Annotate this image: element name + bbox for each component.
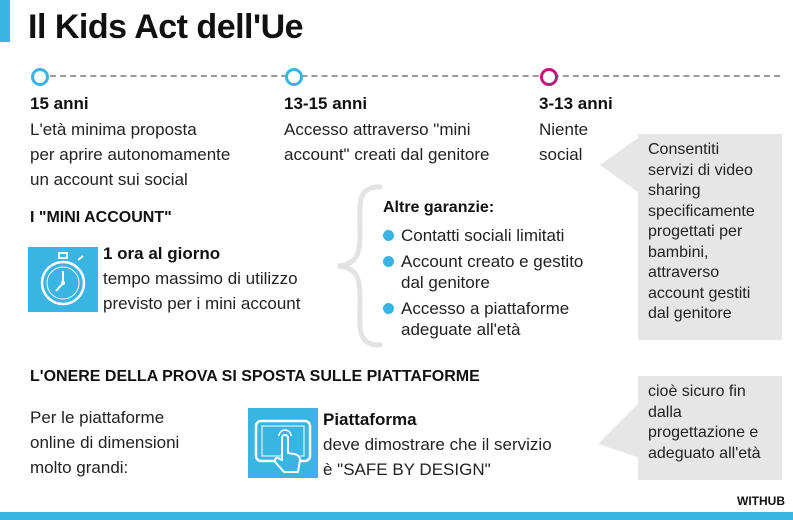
bullet-icon (383, 230, 394, 241)
list-item: Account creato e gestito dal genitore (383, 251, 613, 293)
mini-account-heading: I "MINI ACCOUNT" (30, 209, 172, 226)
callout-top-pointer (600, 135, 642, 195)
stopwatch-tile (28, 247, 98, 312)
age-desc-line: Accesso attraverso "mini (284, 120, 471, 139)
callout-line: attraverso (648, 264, 720, 281)
burden-left-text: Per le piattaforme online di dimensioni … (30, 408, 180, 477)
timeline-item-3-13: 3-13 anni Niente social (539, 94, 639, 167)
time-limit-line: previsto per i mini account (103, 294, 301, 313)
guarantees-heading: Altre garanzie: (383, 199, 495, 216)
age-label: 3-13 anni (539, 94, 613, 113)
callout-top: Consentiti servizi di video sharing spec… (638, 134, 782, 340)
age-label: 15 anni (30, 94, 89, 113)
callout-line: progettazione e (648, 424, 759, 441)
time-limit-title: 1 ora al giorno (103, 244, 221, 263)
callout-line: adeguato all'età (648, 444, 761, 462)
age-label: 13-15 anni (284, 94, 368, 113)
age-desc-line: account" creati dal genitore (284, 145, 490, 164)
list-item: Accesso a piattaforme adeguate all'età (383, 298, 613, 340)
time-limit-block: 1 ora al giorno tempo massimo di utilizz… (103, 244, 333, 316)
callout-line: Consentiti (648, 141, 720, 158)
callout-line: sharing (648, 182, 701, 199)
page-title: Il Kids Act dell'Ue (28, 8, 304, 46)
time-limit-line: tempo massimo di utilizzo (103, 269, 298, 288)
tablet-tile (248, 408, 318, 478)
callout-line: cioè sicuro fin (648, 383, 746, 400)
burden-heading: L'ONERE DELLA PROVA SI SPOSTA SULLE PIAT… (30, 368, 480, 385)
callout-bottom: cioè sicuro fin dalla progettazione e ad… (638, 376, 782, 480)
list-item: Contatti sociali limitati (383, 225, 613, 246)
age-desc-line: social (539, 145, 583, 164)
age-desc-line: Niente (539, 120, 589, 139)
bottom-accent-bar (0, 512, 793, 520)
stopwatch-icon (40, 252, 86, 306)
callout-line: account gestiti (648, 284, 751, 302)
tablet-touch-icon (254, 419, 312, 473)
callout-line: dalla (648, 403, 682, 421)
callout-line: progettati per (648, 223, 743, 240)
age-desc-line: L'età minima proposta (30, 120, 197, 139)
brand-logo: WITHUB (737, 494, 785, 508)
timeline-line (40, 75, 780, 77)
age-desc-line: per aprire autonomamente (30, 145, 231, 164)
platform-title: Piattaforma (323, 410, 417, 429)
guarantees-block: Altre garanzie: Contatti sociali limitat… (383, 199, 613, 345)
curly-brace (337, 184, 383, 348)
title-accent-bar (0, 0, 10, 42)
callout-line: specificamente (648, 202, 755, 220)
bullet-icon (383, 256, 394, 267)
timeline-item-13-15: 13-15 anni Accesso attraverso "mini acco… (284, 94, 534, 167)
callout-bottom-pointer (598, 402, 640, 458)
age-desc-line: un account sui social (30, 170, 188, 189)
platform-block: Piattaforma deve dimostrare che il servi… (323, 410, 593, 482)
timeline-dot-3-13 (540, 68, 558, 86)
callout-line: dal genitore (648, 305, 732, 322)
timeline-dot-13-15 (285, 68, 303, 86)
timeline-item-15: 15 anni L'età minima proposta per aprire… (30, 94, 280, 192)
bullet-icon (383, 303, 394, 314)
callout-line: servizi di video (648, 161, 753, 179)
timeline-dot-15 (31, 68, 49, 86)
callout-line: bambini, (648, 243, 709, 261)
